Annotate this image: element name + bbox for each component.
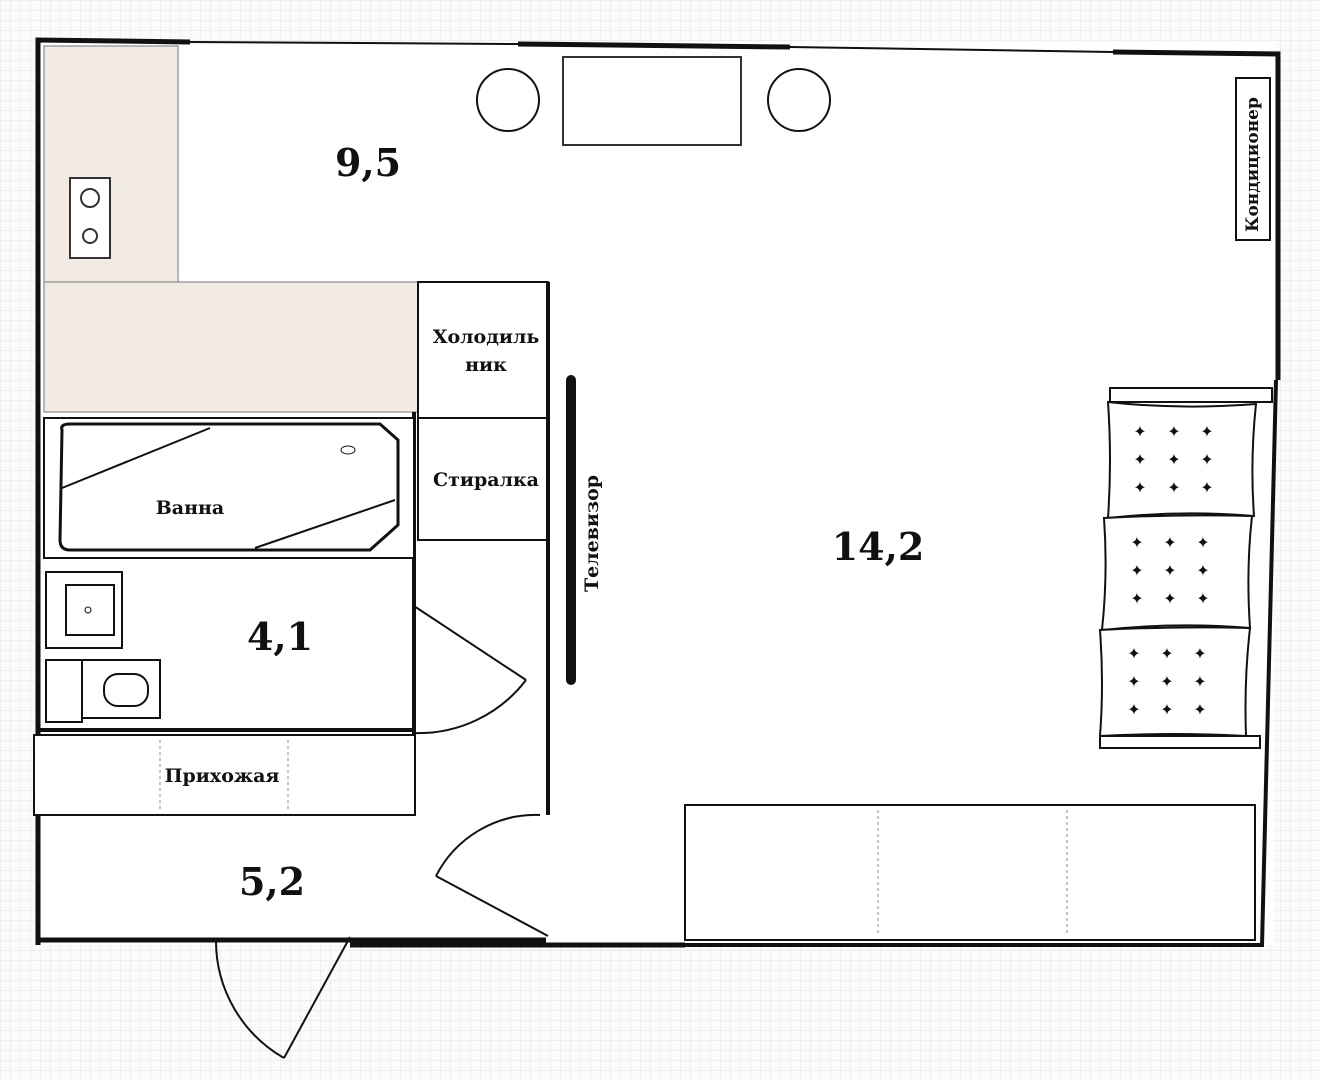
svg-text:✦: ✦ (1133, 422, 1146, 441)
bath-label: Ванна (156, 497, 225, 519)
kitchen-counter (43, 45, 419, 413)
svg-text:✦: ✦ (1200, 422, 1213, 441)
svg-text:✦: ✦ (1193, 644, 1206, 663)
washing-machine: Стиралка (417, 417, 549, 541)
svg-text:✦: ✦ (1133, 478, 1146, 497)
entrance-door (214, 936, 351, 1059)
svg-text:✦: ✦ (1196, 533, 1209, 552)
fridge-label-1: Холодиль (433, 326, 540, 348)
tv-label: Телевизор (581, 475, 603, 592)
area-kitchen: 9,5 (335, 140, 401, 185)
svg-text:✦: ✦ (1193, 672, 1206, 691)
area-hall: 5,2 (239, 859, 305, 904)
area-living: 14,2 (832, 524, 925, 569)
washer-label: Стиралка (433, 469, 539, 491)
hallway-cabinet: Прихожая (33, 734, 416, 816)
svg-text:✦: ✦ (1127, 672, 1140, 691)
air-conditioner: Кондиционер (1235, 77, 1271, 241)
svg-text:✦: ✦ (1163, 533, 1176, 552)
fridge-label-2: ник (465, 354, 507, 376)
svg-text:✦: ✦ (1196, 589, 1209, 608)
svg-text:✦: ✦ (1163, 589, 1176, 608)
fridge: Холодиль ник (417, 281, 549, 419)
sofa-buttons: ✦ ✦ ✦ ✦ ✦ ✦ ✦ ✦ ✦ ✦ ✦ ✦ ✦ ✦ ✦ ✦ ✦ ✦ ✦ ✦ ✦ ✦ ✦ ✦ ✦ ✦ ✦ (1127, 422, 1213, 719)
sofa (1098, 387, 1273, 749)
stove-icon (69, 177, 111, 259)
svg-text:✦: ✦ (1127, 700, 1140, 719)
svg-text:✦: ✦ (1127, 644, 1140, 663)
svg-text:✦: ✦ (1200, 478, 1213, 497)
tv: Телевизор (566, 375, 603, 685)
svg-text:✦: ✦ (1200, 450, 1213, 469)
area-bathroom: 4,1 (247, 614, 313, 659)
dining-table (562, 56, 742, 146)
outer-walls (35, 37, 1281, 948)
chair-icon (476, 68, 540, 132)
svg-text:✦: ✦ (1163, 561, 1176, 580)
bathtub: Ванна (43, 417, 415, 559)
svg-text:✦: ✦ (1130, 589, 1143, 608)
svg-text:✦: ✦ (1160, 672, 1173, 691)
svg-text:✦: ✦ (1160, 700, 1173, 719)
svg-text:✦: ✦ (1196, 561, 1209, 580)
svg-text:✦: ✦ (1167, 478, 1180, 497)
wardrobe (684, 804, 1256, 941)
svg-text:✦: ✦ (1130, 533, 1143, 552)
svg-text:✦: ✦ (1130, 561, 1143, 580)
svg-text:✦: ✦ (1193, 700, 1206, 719)
svg-text:✦: ✦ (1167, 422, 1180, 441)
ac-label: Кондиционер (1243, 97, 1263, 232)
hallway-label: Прихожая (165, 765, 280, 787)
svg-text:✦: ✦ (1160, 644, 1173, 663)
svg-text:✦: ✦ (1167, 450, 1180, 469)
sink-icon (45, 571, 123, 649)
chair-icon (767, 68, 831, 132)
room-door (435, 813, 549, 937)
svg-text:✦: ✦ (1133, 450, 1146, 469)
bathroom-door (413, 605, 527, 735)
toilet-icon (45, 659, 161, 723)
